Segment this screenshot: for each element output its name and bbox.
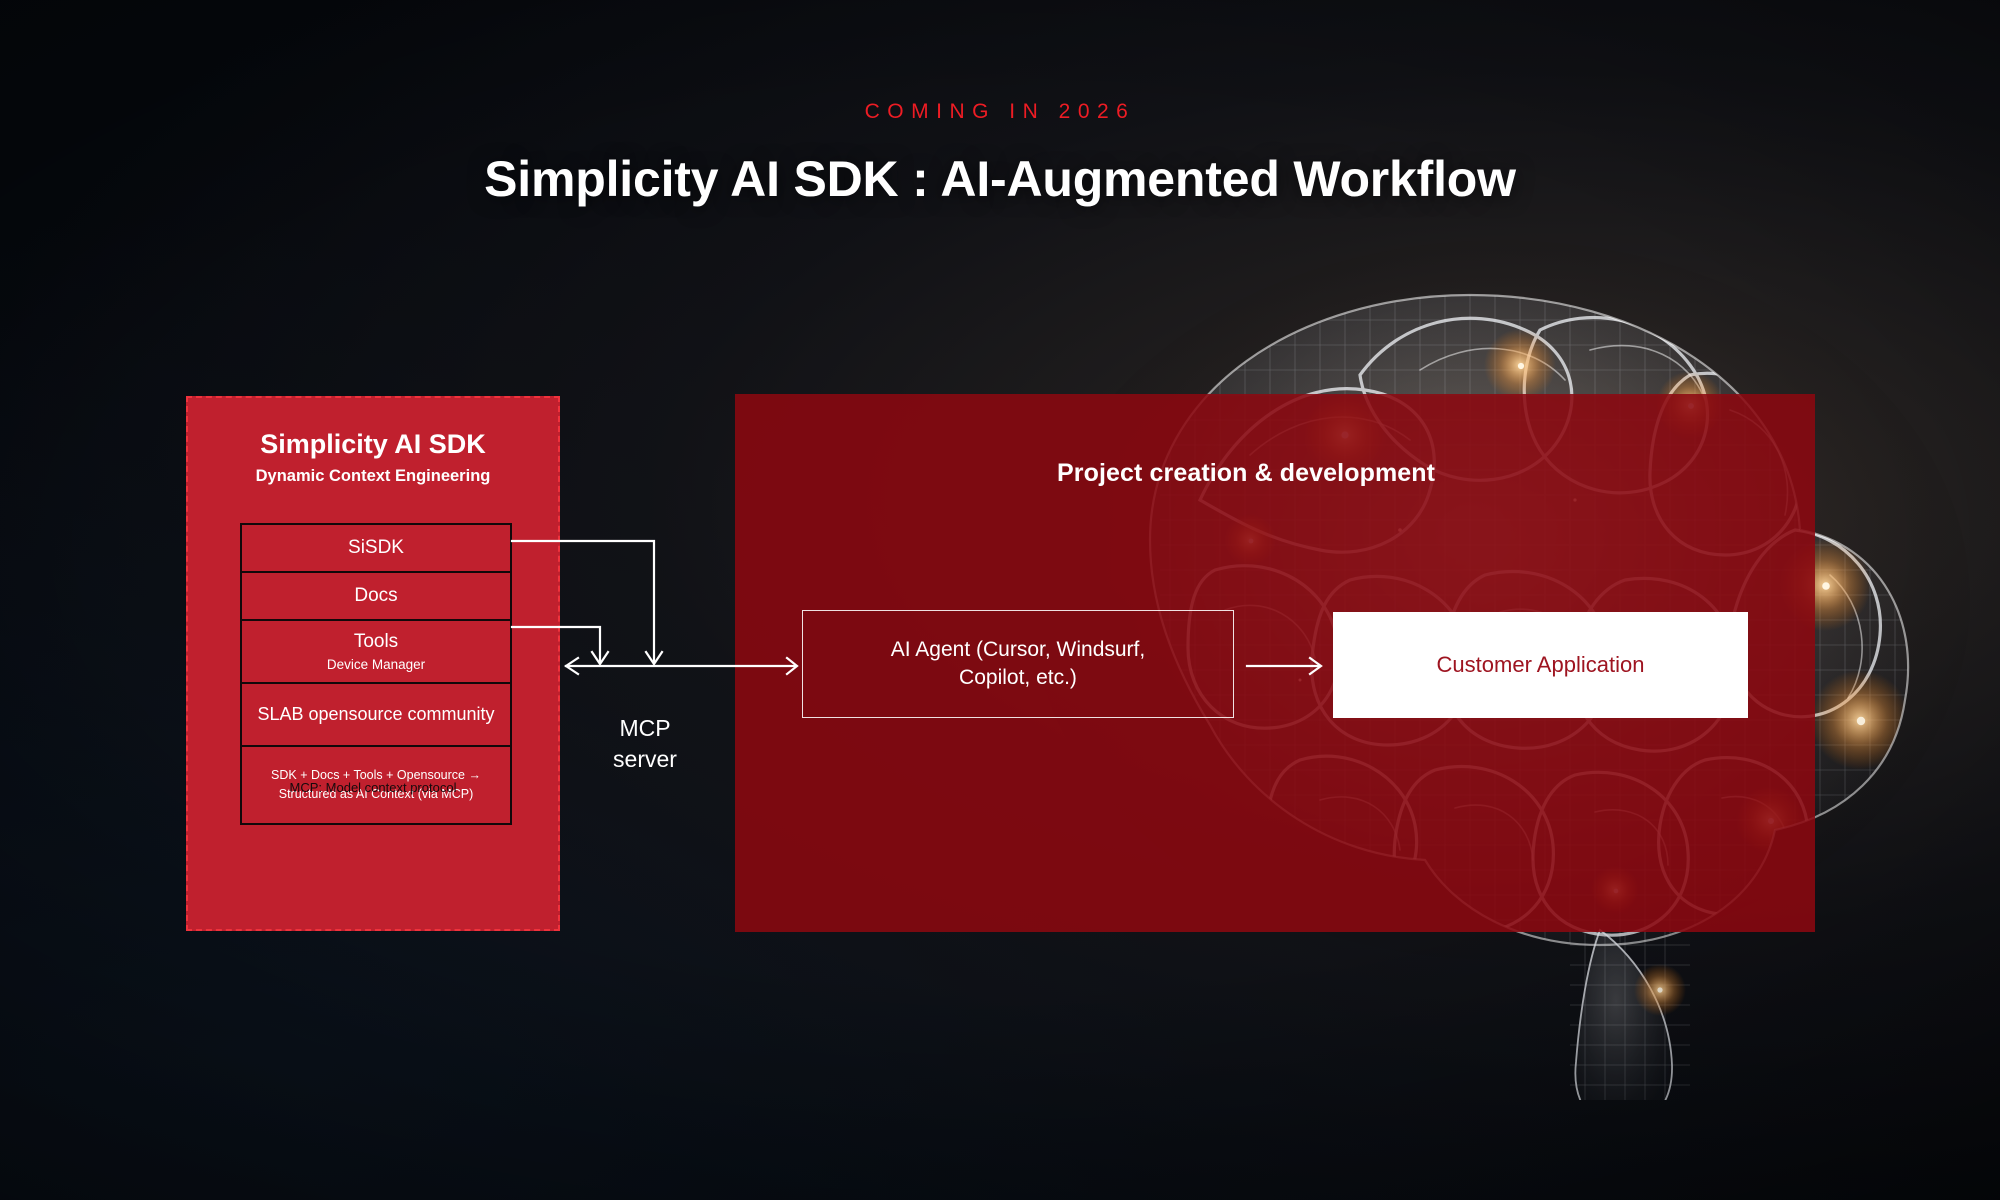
mcp-server-line-1: MCP <box>619 715 671 741</box>
customer-application-box[interactable]: Customer Application <box>1333 612 1748 718</box>
ai-agent-line-2: Copilot, etc.) <box>959 666 1077 689</box>
customer-application-label: Customer Application <box>1436 652 1645 677</box>
list-item-tools[interactable]: Tools Device Manager <box>242 621 510 684</box>
list-item-label: SLAB opensource community <box>257 703 495 724</box>
list-item-docs[interactable]: Docs <box>242 573 510 621</box>
list-item-sisdk[interactable]: SiSDK <box>242 525 510 573</box>
page-title: Simplicity AI SDK : AI-Augmented Workflo… <box>484 151 1516 207</box>
kicker-label: COMING IN 2026 <box>864 100 1136 123</box>
list-item-structured-ai-context[interactable]: SDK + Docs + Tools + Opensource → Struct… <box>242 747 510 823</box>
list-item-label: SiSDK <box>348 536 404 558</box>
mcp-server-line-2: server <box>613 746 677 773</box>
sdk-panel-title: Simplicity AI SDK <box>260 429 486 459</box>
list-item-label: Docs <box>354 584 398 606</box>
simplicity-ai-sdk-panel: Simplicity AI SDK Dynamic Context Engine… <box>186 396 560 931</box>
list-item-slab-opensource-community[interactable]: SLAB opensource community <box>242 684 510 747</box>
list-item-sublabel: Device Manager <box>326 656 426 672</box>
ai-agent-box[interactable]: AI Agent (Cursor, Windsurf, Copilot, etc… <box>802 610 1234 718</box>
ai-agent-line-1: AI Agent (Cursor, Windsurf, <box>890 637 1146 661</box>
list-item-label: SDK + Docs + Tools + Opensource → Struct… <box>271 768 481 801</box>
mcp-server-label: MCP server <box>560 713 730 775</box>
sdk-panel-subtitle: Dynamic Context Engineering <box>255 467 491 485</box>
list-item-label: Tools <box>353 631 399 653</box>
project-development-title: Project creation & development <box>1057 459 1436 487</box>
sdk-component-list: SiSDK Docs Tools Device Manager SLAB ope… <box>240 523 512 825</box>
mcp-footnote: MCP: Model context protocol <box>289 780 457 795</box>
